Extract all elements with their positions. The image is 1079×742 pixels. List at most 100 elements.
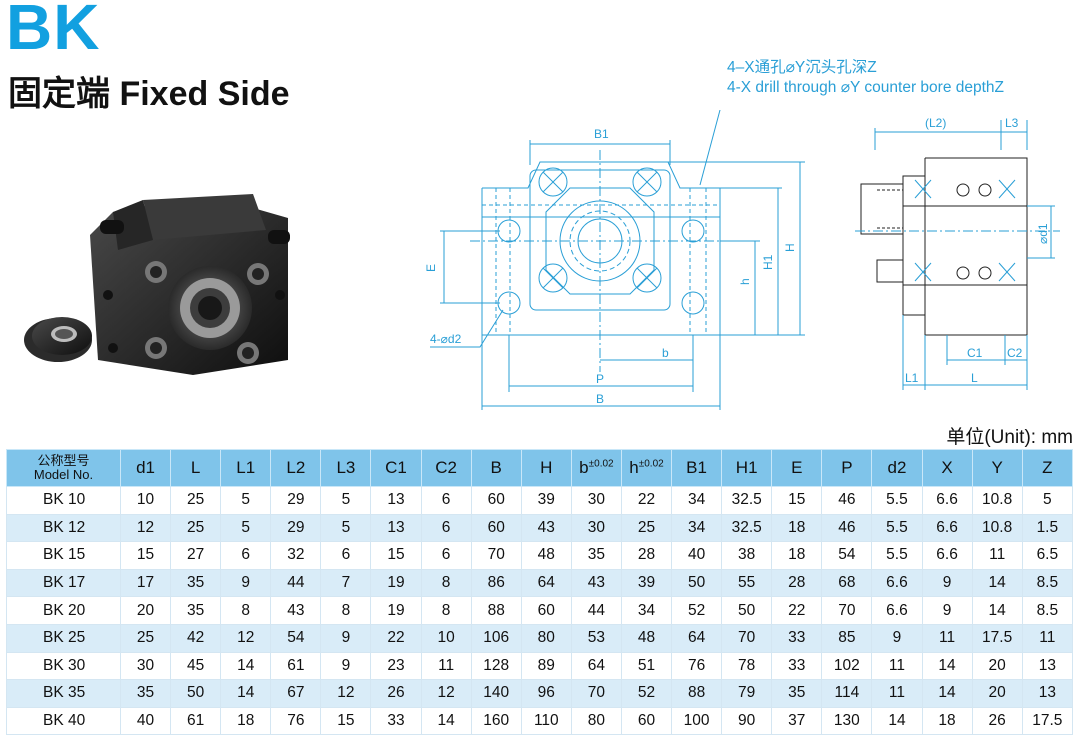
table-cell: 88 xyxy=(671,679,723,708)
table-cell: 64 xyxy=(520,568,572,598)
table-cell: 22 xyxy=(771,596,823,625)
dim-p-label: P xyxy=(596,372,604,386)
table-cell: 6 xyxy=(420,541,472,570)
table-cell: 5.5 xyxy=(871,513,923,543)
header-l: L xyxy=(170,449,222,487)
table-cell: 33 xyxy=(771,651,823,681)
table-cell: BK 35 xyxy=(6,679,121,708)
table-cell: 85 xyxy=(821,623,873,653)
spec-table: 公称型号 Model No. d1 L L1 L2 L3 C1 C2 B H b… xyxy=(6,449,1074,736)
table-cell: BK 10 xyxy=(6,486,121,515)
table-cell: 29 xyxy=(270,486,322,515)
header-d2: d2 xyxy=(871,449,923,487)
table-cell: 88 xyxy=(470,596,522,625)
table-cell: 12 xyxy=(420,679,472,708)
table-cell: 96 xyxy=(520,679,572,708)
table-cell: 29 xyxy=(270,513,322,543)
table-cell: 10 xyxy=(420,623,472,653)
table-cell: 38 xyxy=(721,541,773,570)
table-cell: 70 xyxy=(821,596,873,625)
table-cell: 86 xyxy=(470,568,522,598)
table-cell: 25 xyxy=(119,623,172,653)
table-cell: 6.6 xyxy=(871,568,923,598)
header-h: H xyxy=(520,449,572,487)
table-cell: 42 xyxy=(170,623,222,653)
table-cell: 18 xyxy=(771,541,823,570)
table-cell: 50 xyxy=(170,679,222,708)
table-cell: 35 xyxy=(570,541,622,570)
table-cell: 53 xyxy=(570,623,622,653)
header-b1: B1 xyxy=(671,449,723,487)
table-cell: 17.5 xyxy=(971,623,1023,653)
table-cell: 7 xyxy=(320,568,372,598)
table-cell: 6.6 xyxy=(921,486,973,515)
table-cell: 5 xyxy=(220,513,272,543)
header-l1: L1 xyxy=(220,449,272,487)
table-cell: 106 xyxy=(470,623,522,653)
table-cell: 25 xyxy=(620,513,673,543)
header-p: P xyxy=(821,449,873,487)
dim-l-label: L xyxy=(971,371,978,385)
header-b-tol: b±0.02 xyxy=(570,449,622,487)
table-cell: 46 xyxy=(821,486,873,515)
table-cell: 10 xyxy=(119,486,172,515)
table-cell: 54 xyxy=(270,623,322,653)
table-cell: 27 xyxy=(170,541,222,570)
table-cell: 60 xyxy=(470,513,522,543)
table-cell: 11 xyxy=(420,651,472,681)
table-cell: 35 xyxy=(170,568,222,598)
table-cell: 45 xyxy=(170,651,222,681)
table-cell: 18 xyxy=(921,706,973,736)
table-cell: 40 xyxy=(671,541,723,570)
table-cell: 25 xyxy=(170,513,222,543)
header-h-tol-sym: h xyxy=(629,458,639,477)
table-cell: 8.5 xyxy=(1021,596,1074,625)
table-cell: 80 xyxy=(520,623,572,653)
header-b-tol-val: ±0.02 xyxy=(588,458,614,470)
table-cell: 70 xyxy=(470,541,522,570)
table-cell: 9 xyxy=(921,568,973,598)
table-header-row: 公称型号 Model No. d1 L L1 L2 L3 C1 C2 B H b… xyxy=(6,449,1074,487)
table-cell: 32.5 xyxy=(721,513,773,543)
brand-title: BK xyxy=(6,0,101,63)
header-model-cn: 公称型号 xyxy=(37,453,90,468)
header-e: E xyxy=(771,449,823,487)
table-cell: 14 xyxy=(220,679,272,708)
table-cell: 6 xyxy=(320,541,372,570)
table-cell: 140 xyxy=(470,679,522,708)
dim-b1-label: B1 xyxy=(594,127,609,141)
header-c2: C2 xyxy=(420,449,472,487)
table-cell: 25 xyxy=(170,486,222,515)
header-b-tol-sym: b xyxy=(579,458,589,477)
table-cell: 26 xyxy=(971,706,1023,736)
dim-d1-label: ⌀d1 xyxy=(1036,223,1050,244)
table-cell: 34 xyxy=(620,596,673,625)
table-cell: 8 xyxy=(420,596,472,625)
table-cell: 39 xyxy=(520,486,572,515)
table-cell: 6 xyxy=(220,541,272,570)
header-h-tol: h±0.02 xyxy=(620,449,673,487)
table-cell: 76 xyxy=(270,706,322,736)
header-y: Y xyxy=(971,449,1023,487)
page-subtitle: 固定端 Fixed Side xyxy=(8,75,290,113)
table-cell: 33 xyxy=(370,706,422,736)
header-d1: d1 xyxy=(119,449,172,487)
table-cell: 51 xyxy=(620,651,673,681)
header-l3: L3 xyxy=(320,449,372,487)
dim-c2-label: C2 xyxy=(1007,346,1023,360)
side-view-drawing: (L2) L3 ⌀d1 C1 C2 L1 L xyxy=(855,116,1060,390)
table-cell: 89 xyxy=(520,651,572,681)
table-cell: 60 xyxy=(620,706,673,736)
table-cell: BK 40 xyxy=(6,706,121,736)
table-cell: 1.5 xyxy=(1021,513,1074,543)
header-l2: L2 xyxy=(270,449,322,487)
dim-d2-label: 4-⌀d2 xyxy=(430,332,462,346)
dim-l3-label: L3 xyxy=(1005,116,1019,130)
table-cell: 40 xyxy=(119,706,172,736)
table-cell: 30 xyxy=(570,513,622,543)
table-cell: 54 xyxy=(821,541,873,570)
